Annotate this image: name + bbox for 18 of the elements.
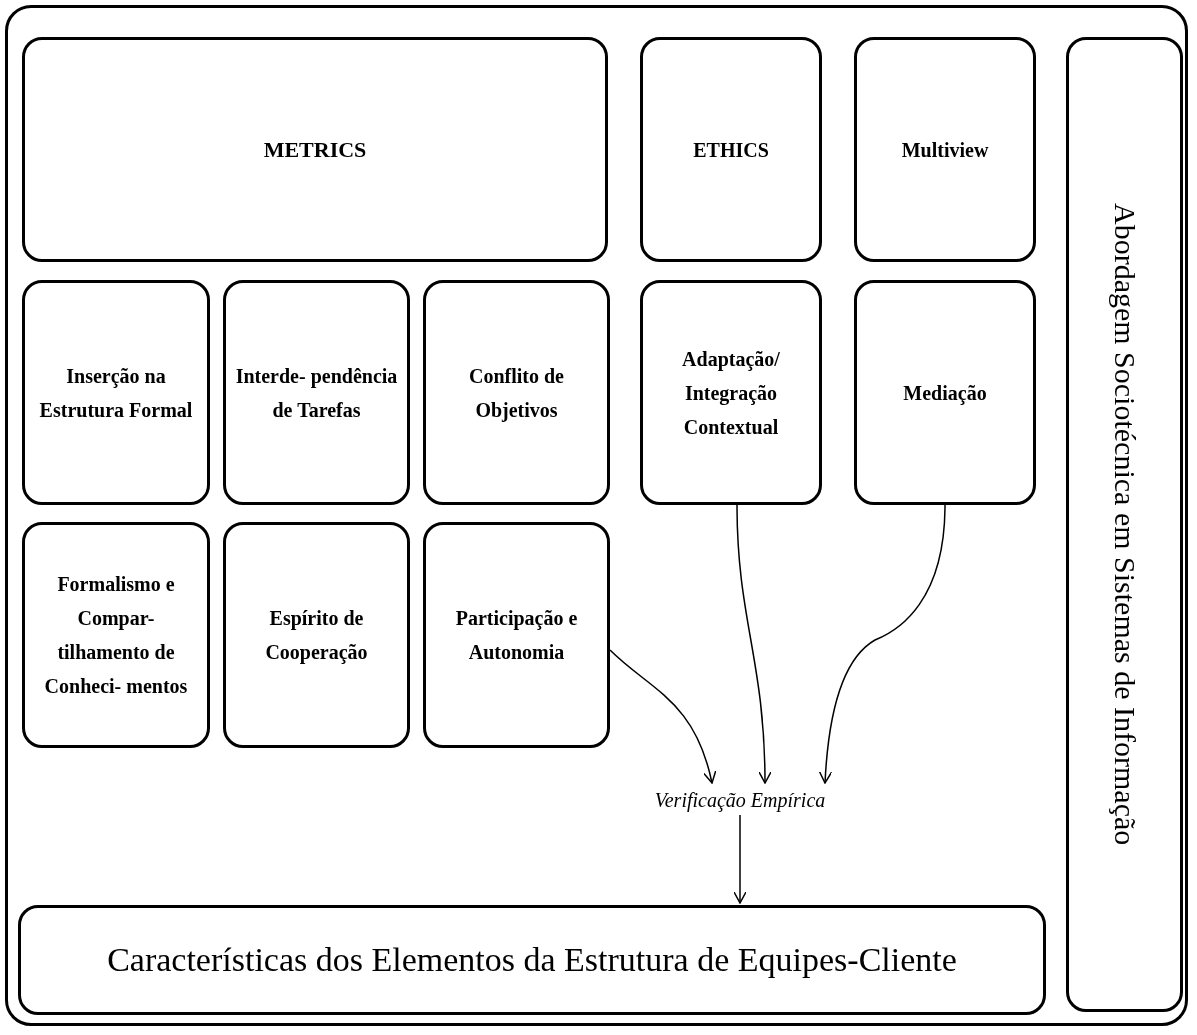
concept-box: Interde- pendência de Tarefas <box>223 280 410 505</box>
concept-box: Participação e Autonomia <box>423 522 610 748</box>
concept-box: Inserção na Estrutura Formal <box>22 280 210 505</box>
concept-box: Adaptação/ Integração Contextual <box>640 280 822 505</box>
arrow <box>736 504 772 784</box>
vertical-title-box: Abordagem Sociotécnica em Sistemas de Informação <box>1066 37 1183 1012</box>
concept-box: Mediação <box>854 280 1036 505</box>
method-box: Multiview <box>854 37 1036 262</box>
concept-box: Formalismo e Compar- tilhamento de Conheci- mentos <box>22 522 210 748</box>
concept-box: Espírito de Cooperação <box>223 522 410 748</box>
concept-box: Conflito de Objetivos <box>423 280 610 505</box>
arrow <box>609 649 716 784</box>
method-box: METRICS <box>22 37 608 262</box>
method-box: ETHICS <box>640 37 822 262</box>
result-box: Características dos Elementos da Estrutura de Equipes-Cliente <box>18 905 1046 1015</box>
annotation-text: Verificação Empírica <box>620 785 860 815</box>
arrow <box>818 504 946 784</box>
arrow <box>733 814 747 904</box>
